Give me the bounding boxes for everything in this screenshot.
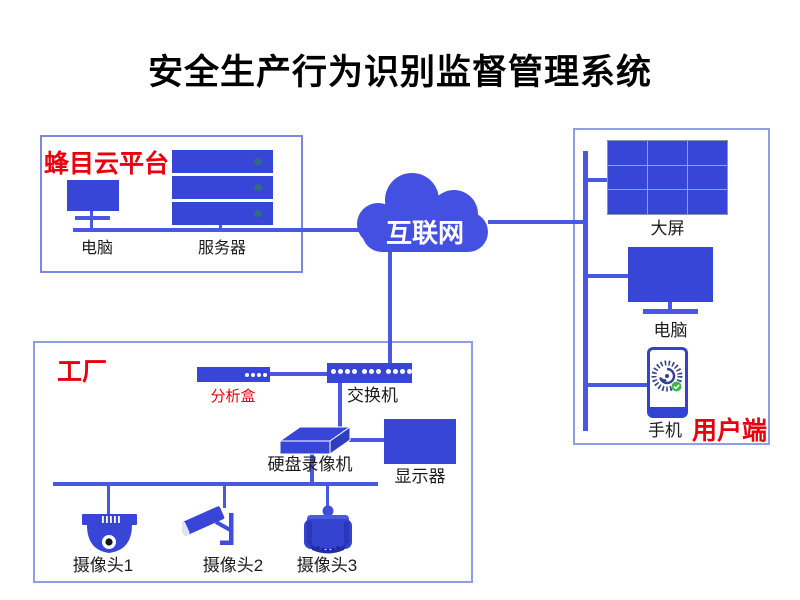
internet-label: 互联网 — [385, 218, 464, 248]
screen-cell — [688, 165, 727, 190]
cloud-platform-zone — [40, 135, 303, 273]
screen-cell — [648, 141, 687, 165]
display-icon — [384, 419, 456, 464]
big-screen-label: 大屏 — [650, 219, 685, 238]
port-dot — [369, 368, 374, 374]
client-zone — [573, 128, 770, 445]
qr-code-icon — [651, 360, 683, 392]
line-client-computer-stub — [585, 274, 630, 278]
line-camera3-drop — [326, 486, 329, 507]
port-dot — [362, 368, 367, 374]
camera2-bullet-icon — [182, 506, 234, 545]
screen-cell — [608, 141, 647, 165]
big-screen-icon — [607, 140, 728, 215]
port-dot — [376, 368, 381, 374]
screen-cell — [648, 190, 687, 214]
client-zone-title: 用户端 — [692, 417, 768, 445]
line-cloud-to-client — [488, 220, 588, 224]
platform-computer-label: 电脑 — [80, 240, 113, 257]
line-camera-bus — [53, 482, 378, 486]
factory-zone-title: 工厂 — [57, 358, 108, 386]
line-platform-to-cloud — [73, 228, 362, 232]
line-dvr-to-display — [349, 438, 385, 442]
port-dot — [245, 372, 249, 377]
line-phone-stub — [585, 383, 649, 387]
camera3-label: 摄像头3 — [296, 556, 358, 575]
camera1-label: 摄像头1 — [72, 556, 134, 575]
server-label: 服务器 — [197, 240, 246, 257]
screen-cell — [688, 190, 727, 214]
factory-zone — [33, 341, 473, 583]
dvr-icon — [278, 426, 352, 455]
server-indicator-dot — [254, 184, 262, 191]
port-dot — [393, 368, 398, 374]
line-server-stub — [219, 225, 222, 231]
line-dvr-to-camerabus — [310, 454, 314, 485]
server-indicator-dot — [254, 158, 262, 165]
analysis-box-label: 分析盒 — [210, 388, 256, 405]
port-dot — [263, 372, 267, 377]
line-camera2-drop — [223, 486, 226, 508]
port-dot — [386, 368, 391, 374]
line-bigscreen-stub — [585, 178, 609, 182]
camera2-label: 摄像头2 — [202, 556, 264, 575]
screen-cell — [688, 141, 727, 165]
cloud-platform-zone-title: 蜂目云平台 — [44, 150, 170, 178]
camera3-ptz-icon — [304, 505, 352, 554]
port-dot — [331, 368, 336, 374]
screen-cell — [608, 165, 647, 190]
line-analysis-to-switch — [270, 372, 327, 376]
phone-bottom-band — [650, 407, 685, 415]
line-switch-to-dvr — [338, 383, 342, 428]
port-dot — [338, 368, 343, 374]
port-dot — [352, 368, 357, 374]
port-dot — [407, 368, 412, 374]
line-client-bus — [583, 151, 588, 431]
check-badge-icon — [671, 381, 682, 392]
display-label: 显示器 — [394, 467, 446, 486]
screen-cell — [648, 165, 687, 190]
phone-label: 手机 — [648, 421, 682, 440]
line-client-computer-stem — [668, 302, 672, 311]
line-camera1-drop — [107, 486, 110, 515]
line-platform-computer-base — [75, 216, 110, 220]
client-computer-icon — [628, 247, 713, 302]
camera1-dome-icon — [82, 514, 137, 553]
page-title: 安全生产行为识别监督管理系统 — [147, 53, 652, 92]
line-platform-computer-stem — [90, 211, 93, 230]
analysis-box-icon — [197, 367, 270, 382]
port-dot — [257, 372, 261, 377]
platform-computer-icon — [67, 180, 119, 211]
dvr-label: 硬盘录像机 — [267, 455, 353, 474]
internet-cloud-icon — [357, 173, 488, 252]
server-indicator-dot — [254, 210, 262, 217]
port-dot — [400, 368, 405, 374]
line-cloud-to-switch — [388, 248, 392, 365]
switch-label: 交换机 — [347, 386, 398, 405]
line-client-computer-base — [643, 309, 698, 314]
screen-cell — [608, 190, 647, 214]
port-dot — [345, 368, 350, 374]
port-dot — [251, 372, 255, 377]
phone-icon — [647, 347, 688, 418]
client-computer-label: 电脑 — [653, 321, 688, 340]
